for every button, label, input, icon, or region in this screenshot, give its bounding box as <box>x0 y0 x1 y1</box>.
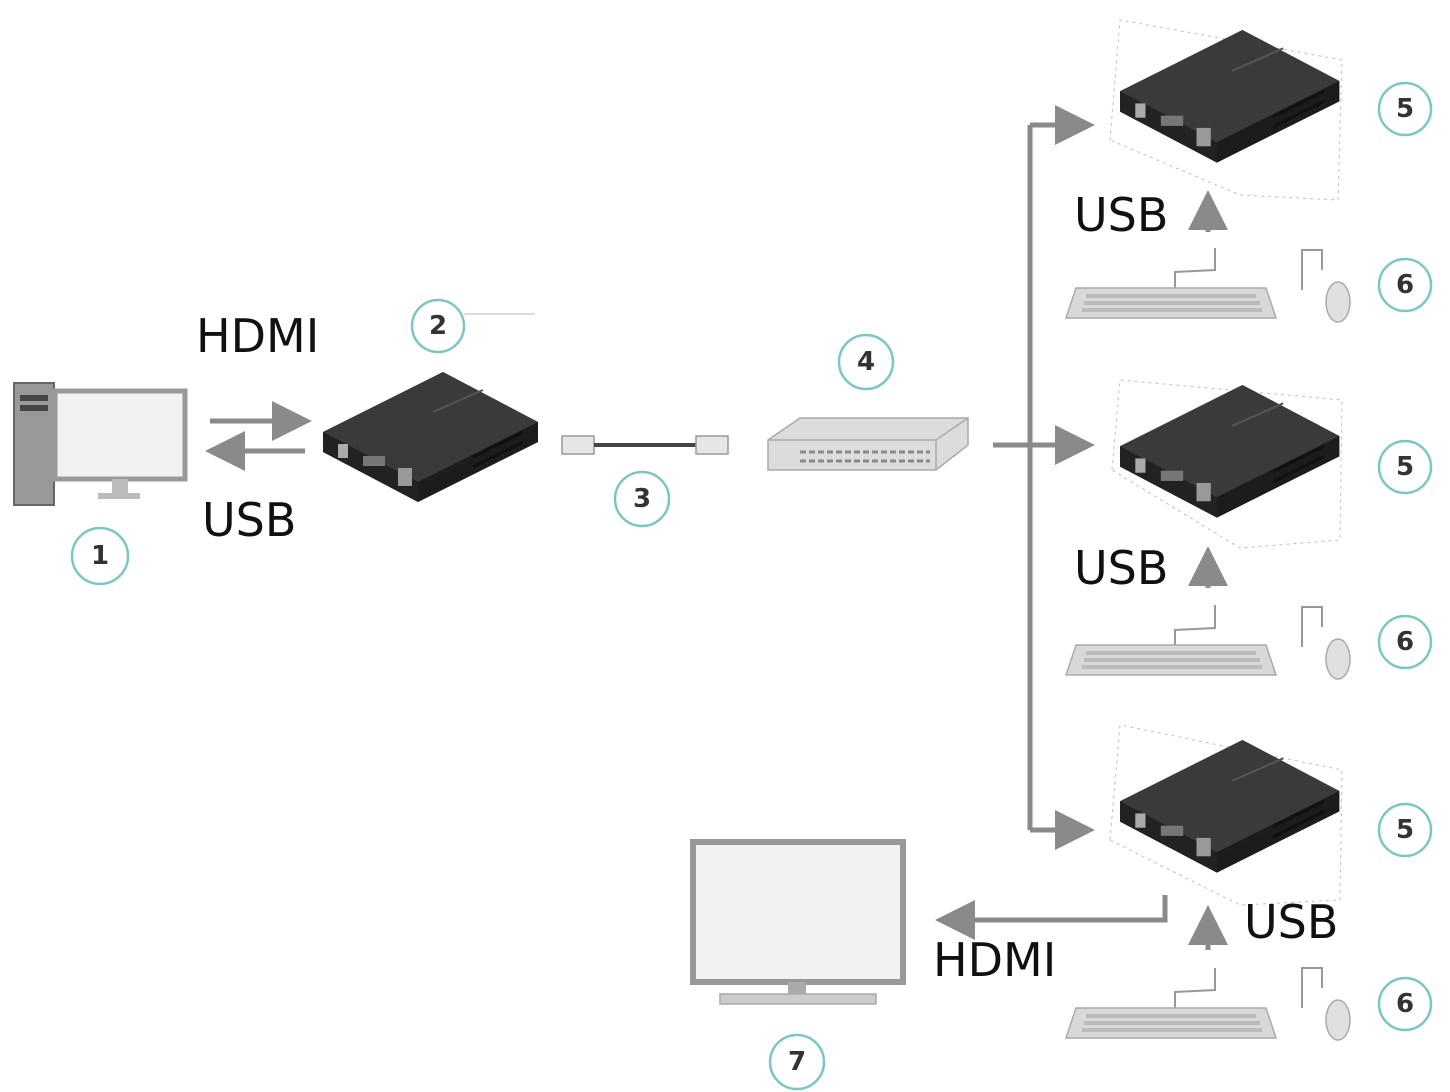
keyboard-cable-3 <box>1174 968 1216 1008</box>
svg-text:6: 6 <box>1396 989 1414 1019</box>
keyboard-icon-2 <box>1065 644 1277 676</box>
callout-5c: 5 <box>1377 802 1433 858</box>
callout-3: 3 <box>613 470 671 528</box>
keyboard-icon-1 <box>1065 287 1277 319</box>
receiver-outline-1 <box>1109 19 1343 201</box>
svg-text:5: 5 <box>1396 94 1414 124</box>
mouse-icon-2 <box>1301 606 1351 680</box>
receiver-outline-3 <box>1109 724 1343 906</box>
mouse-icon-3 <box>1301 967 1351 1041</box>
callout-7: 7 <box>768 1033 826 1091</box>
usb-label-receiver-3: USB <box>1244 895 1338 949</box>
svg-text:4: 4 <box>857 347 875 377</box>
computer-icon <box>13 382 188 506</box>
svg-text:6: 6 <box>1396 627 1414 657</box>
callout-5b: 5 <box>1377 439 1433 495</box>
callout-5a: 5 <box>1377 81 1433 137</box>
transmitter-device <box>321 370 540 504</box>
callout-2: 2 <box>410 298 535 354</box>
usb-label-input: USB <box>202 493 296 547</box>
svg-text:6: 6 <box>1396 270 1414 300</box>
hdmi-label-input: HDMI <box>196 309 319 363</box>
receiver-device-2 <box>1118 383 1341 520</box>
callout-1: 1 <box>70 526 130 586</box>
keyboard-cable-2 <box>1174 605 1216 645</box>
svg-text:2: 2 <box>429 311 447 341</box>
svg-text:5: 5 <box>1396 815 1414 845</box>
network-switch-icon <box>767 417 969 471</box>
hdmi-label-output: HDMI <box>933 933 1056 987</box>
callout-4: 4 <box>837 333 895 391</box>
distribution-lines <box>993 105 1095 850</box>
usb-label-receiver-1: USB <box>1074 188 1168 242</box>
svg-text:3: 3 <box>633 484 651 514</box>
usb-label-receiver-2: USB <box>1074 541 1168 595</box>
callout-6c: 6 <box>1377 976 1433 1032</box>
receiver-device-3 <box>1118 738 1341 875</box>
keyboard-cable-1 <box>1174 248 1216 288</box>
svg-text:1: 1 <box>91 541 109 571</box>
svg-text:5: 5 <box>1396 452 1414 482</box>
callout-6a: 6 <box>1377 257 1433 313</box>
monitor-icon <box>690 839 906 1005</box>
mouse-icon-1 <box>1301 249 1351 323</box>
svg-text:7: 7 <box>788 1047 806 1077</box>
callout-6b: 6 <box>1377 614 1433 670</box>
network-cable <box>561 435 729 455</box>
keyboard-icon-3 <box>1065 1007 1277 1039</box>
receiver-device-1 <box>1118 28 1341 165</box>
hdmi-output-arrow <box>935 895 1168 940</box>
